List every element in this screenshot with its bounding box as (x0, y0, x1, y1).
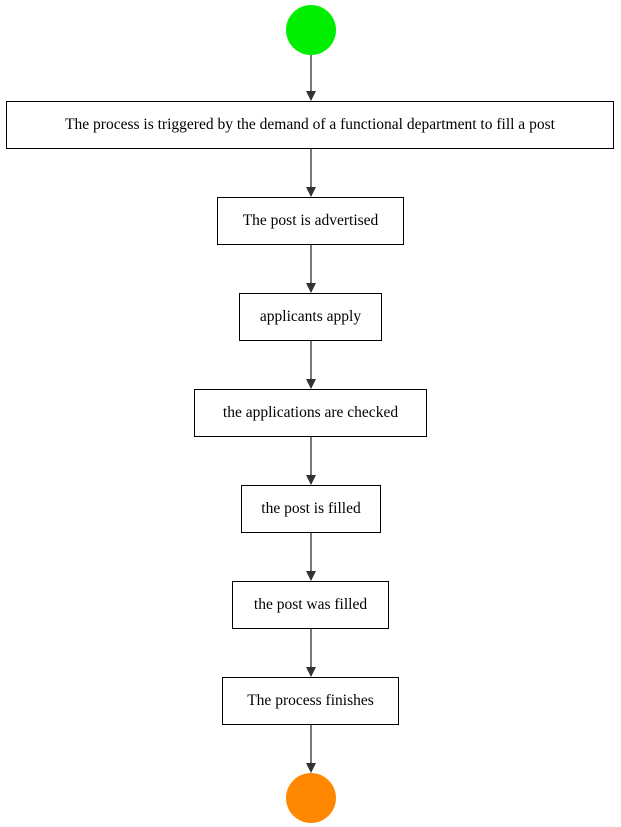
step-process-finishes: The process finishes (222, 677, 399, 725)
start-node (286, 5, 336, 55)
end-node (286, 773, 336, 823)
step-applicants-apply: applicants apply (239, 293, 382, 341)
step-post-advertised: The post is advertised (217, 197, 404, 245)
step-applications-checked: the applications are checked (194, 389, 427, 437)
step-post-filled: the post is filled (241, 485, 381, 533)
step-trigger: The process is triggered by the demand o… (6, 101, 614, 149)
step-post-was-filled: the post was filled (232, 581, 389, 629)
